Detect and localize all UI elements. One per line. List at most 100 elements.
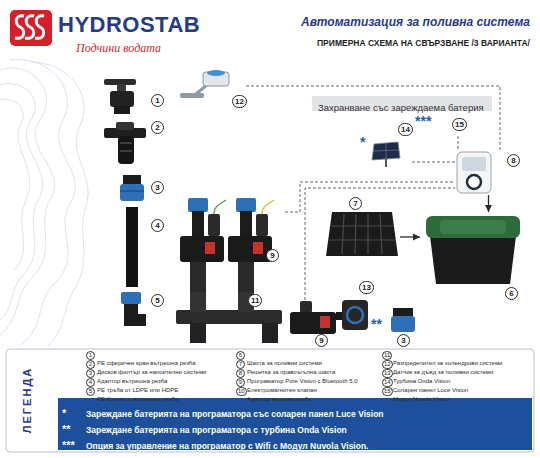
legend-text: Датчик за дъжд за поливни системи: [393, 369, 493, 375]
label-box: 13: [382, 369, 393, 378]
valve-tag: [253, 242, 263, 254]
part-area: 12: [178, 66, 246, 110]
legend-text: Модул Nuvola Vision: [393, 396, 449, 402]
filter-rib: [120, 142, 132, 144]
rain-sensor: [180, 70, 229, 98]
callout-number: 15: [452, 118, 467, 131]
manifold-outlet: [262, 323, 278, 343]
controller: [457, 152, 491, 193]
adapter-nut: [188, 198, 208, 212]
legend-item: PE сферичен кран вътрешна резба: [97, 351, 233, 369]
panel-stand: [385, 159, 387, 167]
part-area: 9: [288, 300, 338, 348]
legend-text: Разпределител за холендрови системи: [393, 360, 502, 366]
callout-number: 5: [151, 294, 164, 307]
valve-body: [228, 236, 272, 262]
part-area: 7: [322, 196, 400, 262]
legend-text: Опция за управление на програматор с Wif…: [86, 441, 368, 451]
valve-body: [180, 236, 224, 262]
grate-bar: [342, 214, 344, 254]
callout-number: 4: [151, 219, 164, 232]
valve-neck: [240, 211, 252, 237]
legend-text: PE тръба от LDPE или HDPE: [97, 387, 178, 393]
part-area: 5: [105, 290, 170, 330]
turbine: [336, 300, 368, 330]
legend-text: Адаптор външна резба: [247, 396, 311, 402]
adapter: [120, 175, 144, 201]
grate-bar: [380, 214, 382, 254]
label-box: 4: [86, 378, 95, 387]
adapter-ring: [120, 190, 144, 192]
box-lid-inner: [440, 220, 506, 234]
valve-wire: [262, 200, 274, 214]
valve-outlet: [238, 262, 254, 292]
manifold-pipe: [176, 310, 282, 324]
legend-number: 2: [86, 360, 95, 369]
legend-item: Адаптор външна резба: [247, 387, 379, 405]
legend-item: Зареждане батерията на програматора с ту…: [86, 419, 526, 437]
legend-heading: ЛЕГЕНДА: [21, 367, 33, 433]
label-box: *: [62, 403, 66, 421]
sensor-bracket: [180, 93, 204, 98]
legend-number: 9: [236, 378, 245, 387]
legend-number: 3: [86, 369, 95, 378]
logo-curve: [15, 16, 24, 39]
label-box: 1: [86, 351, 95, 360]
note-band: [58, 398, 532, 450]
legend-item: Разпределител за холендрови системи: [393, 351, 530, 369]
legend-item: Адаптор вътрешна резба: [97, 369, 233, 387]
star-mark: **: [371, 316, 382, 332]
filter-bowl: [118, 136, 134, 164]
label-box: HYDROSTAB: [58, 13, 200, 37]
connector: [458, 136, 459, 150]
valve-body: [110, 91, 134, 107]
panel-face: [372, 142, 400, 160]
connector: [488, 195, 489, 212]
grate-bar: [367, 214, 368, 254]
label-box: ЛЕГЕНДА: [17, 360, 31, 440]
solenoid: [300, 301, 312, 313]
legend-number: 1: [86, 351, 95, 360]
part-area: 6: [420, 212, 526, 300]
grate-grid: [329, 214, 396, 254]
label-box: ***: [415, 112, 431, 130]
legend-text: Турбина Onda Vision: [393, 378, 450, 384]
label-box: 8: [236, 369, 245, 378]
callout-number: 7: [349, 197, 362, 210]
contour-line: [0, 99, 30, 270]
legend-item: Програматор Pure Vision с Bluetooth 5.0: [247, 369, 379, 387]
panel-grid: [386, 143, 387, 159]
legend-item: PE тръба от LDPE или HDPE: [97, 378, 233, 396]
callout-number: 9: [315, 334, 328, 347]
legend-number: 14: [382, 378, 393, 387]
manifold-outlet: [190, 323, 206, 343]
slogan: Подчини водата: [76, 41, 161, 55]
legend-number: 6: [236, 351, 245, 360]
label-box: 9: [236, 378, 245, 387]
callout-number: 2: [151, 121, 164, 134]
contour-lines: [0, 60, 88, 345]
adapter: [391, 308, 415, 332]
adapter-body: [393, 308, 413, 317]
callout-number: 3: [151, 181, 164, 194]
part-area: 1: [100, 74, 170, 116]
legend-item: Електромагнитен клапан: [247, 378, 379, 396]
legend-text: Дисков филтър за напоителни системи: [97, 369, 206, 375]
solar-panel: [372, 142, 400, 167]
legend-item: Турбина Onda Vision: [393, 369, 530, 387]
legend-text: PE сферичен кран вътрешна резба: [97, 360, 196, 366]
ball-valve: [104, 79, 136, 114]
valve-wire: [214, 200, 226, 214]
filter-top: [116, 122, 134, 130]
contour-line: [30, 62, 88, 345]
legend-number: 13: [382, 369, 393, 378]
legend-number: 4: [86, 378, 95, 387]
grate-bar: [355, 214, 356, 254]
legend-item: Опция за управление на програматор с Wif…: [86, 435, 526, 453]
valve-port: [114, 106, 130, 114]
grate-bar: [329, 239, 396, 240]
adapter-nut: [236, 198, 256, 212]
elbow-body: [124, 304, 146, 326]
controller-screen: [462, 157, 486, 171]
logo-mark: [10, 10, 52, 46]
